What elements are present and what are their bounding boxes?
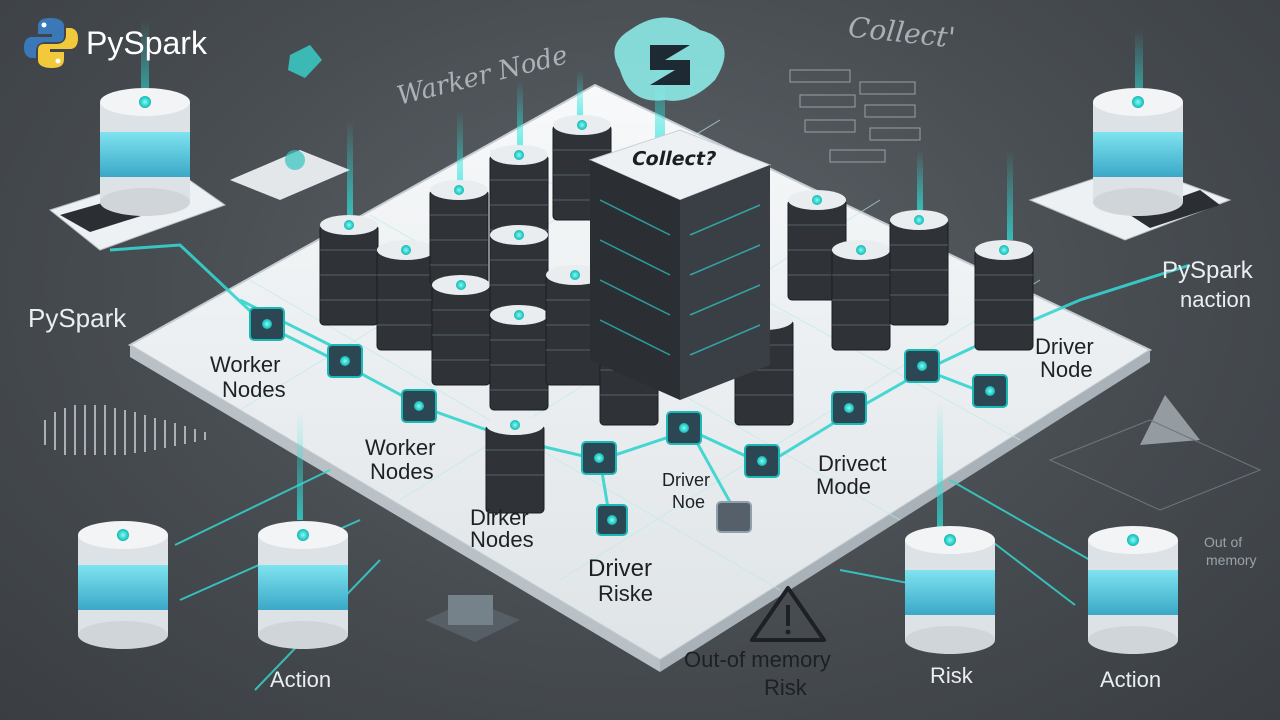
server-stack-icon [489, 225, 549, 326]
action-right-label: Action [1100, 667, 1162, 692]
server-stack-icon [376, 240, 436, 351]
driver-node-label-a: Driver [1035, 334, 1094, 359]
collect-cube-label: Collect? [629, 148, 719, 170]
worker-nodes-label-1a: Worker [210, 352, 281, 377]
out-of-memory-right-label-a: Out of [1204, 534, 1243, 550]
processor-node-icon [401, 389, 437, 423]
collect-tower [588, 17, 772, 400]
database-icon [1093, 88, 1183, 216]
action-left-label: Action [270, 667, 332, 692]
processor-node-icon [972, 374, 1008, 408]
server-stack-icon [485, 415, 545, 514]
database-icon [258, 521, 348, 649]
risk-label: Risk [930, 663, 973, 688]
pyspark-right-sub-label: naction [1180, 287, 1251, 312]
database-icon [905, 526, 995, 654]
brand: PySpark [22, 14, 207, 72]
worker-nodes-label-2b: Nodes [370, 459, 434, 484]
out-of-memory-right-label-b: memory [1206, 552, 1257, 568]
processor-node-icon [831, 391, 867, 425]
server-stack-icon [319, 215, 379, 326]
warning-triangle-icon [750, 586, 826, 642]
pyspark-right-label: PySpark [1162, 257, 1253, 284]
oom-risk-label-a: Out-of memory [684, 647, 831, 672]
processor-node-icon [327, 344, 363, 378]
server-stack-icon [831, 240, 891, 351]
driver-risk-label-a: Driver [588, 555, 652, 582]
brand-title: PySpark [86, 24, 207, 61]
server-stack-icon [431, 275, 491, 386]
python-logo-icon [24, 18, 78, 68]
driver-node-label-b: Node [1040, 357, 1093, 382]
terminal-icon [230, 150, 350, 200]
worker-nodes-label-2a: Worker [365, 435, 436, 460]
server-stacks [319, 115, 1034, 514]
puzzle-icon [288, 45, 322, 78]
processor-node-icon [249, 307, 285, 341]
puzzle-icon [650, 45, 690, 85]
database-icon [1088, 526, 1178, 654]
dirker-nodes-label-a: Dirker [470, 505, 529, 530]
driver-risk-label-b: Riske [598, 581, 654, 606]
processor-node-icon [744, 444, 780, 478]
server-stack-icon [429, 180, 489, 286]
processor-node-icon [904, 349, 940, 383]
server-stack-icon [889, 210, 949, 326]
worker-nodes-label-1b: Nodes [222, 377, 286, 402]
dirker-nodes-label-b: Nodes [470, 527, 534, 552]
driver-noe-label-b: Noe [672, 492, 706, 512]
database-icon [78, 521, 168, 649]
database-icon [100, 88, 190, 216]
driver-noe-label-a: Driver [662, 470, 710, 490]
server-stack-icon [425, 595, 520, 642]
oom-risk-label-b: Risk [764, 675, 807, 700]
server-stack-icon [974, 240, 1034, 351]
processor-node-icon [596, 504, 628, 536]
pyspark-left-label: PySpark [28, 303, 127, 333]
drivect-mode-label-a: Drivect [818, 451, 887, 476]
processor-node-icon [716, 501, 752, 533]
drivect-mode-label-b: Mode [816, 474, 872, 499]
processor-nodes [249, 307, 1008, 536]
processor-node-icon [666, 411, 702, 445]
processor-node-icon [581, 441, 617, 475]
server-stack-icon [489, 305, 549, 411]
